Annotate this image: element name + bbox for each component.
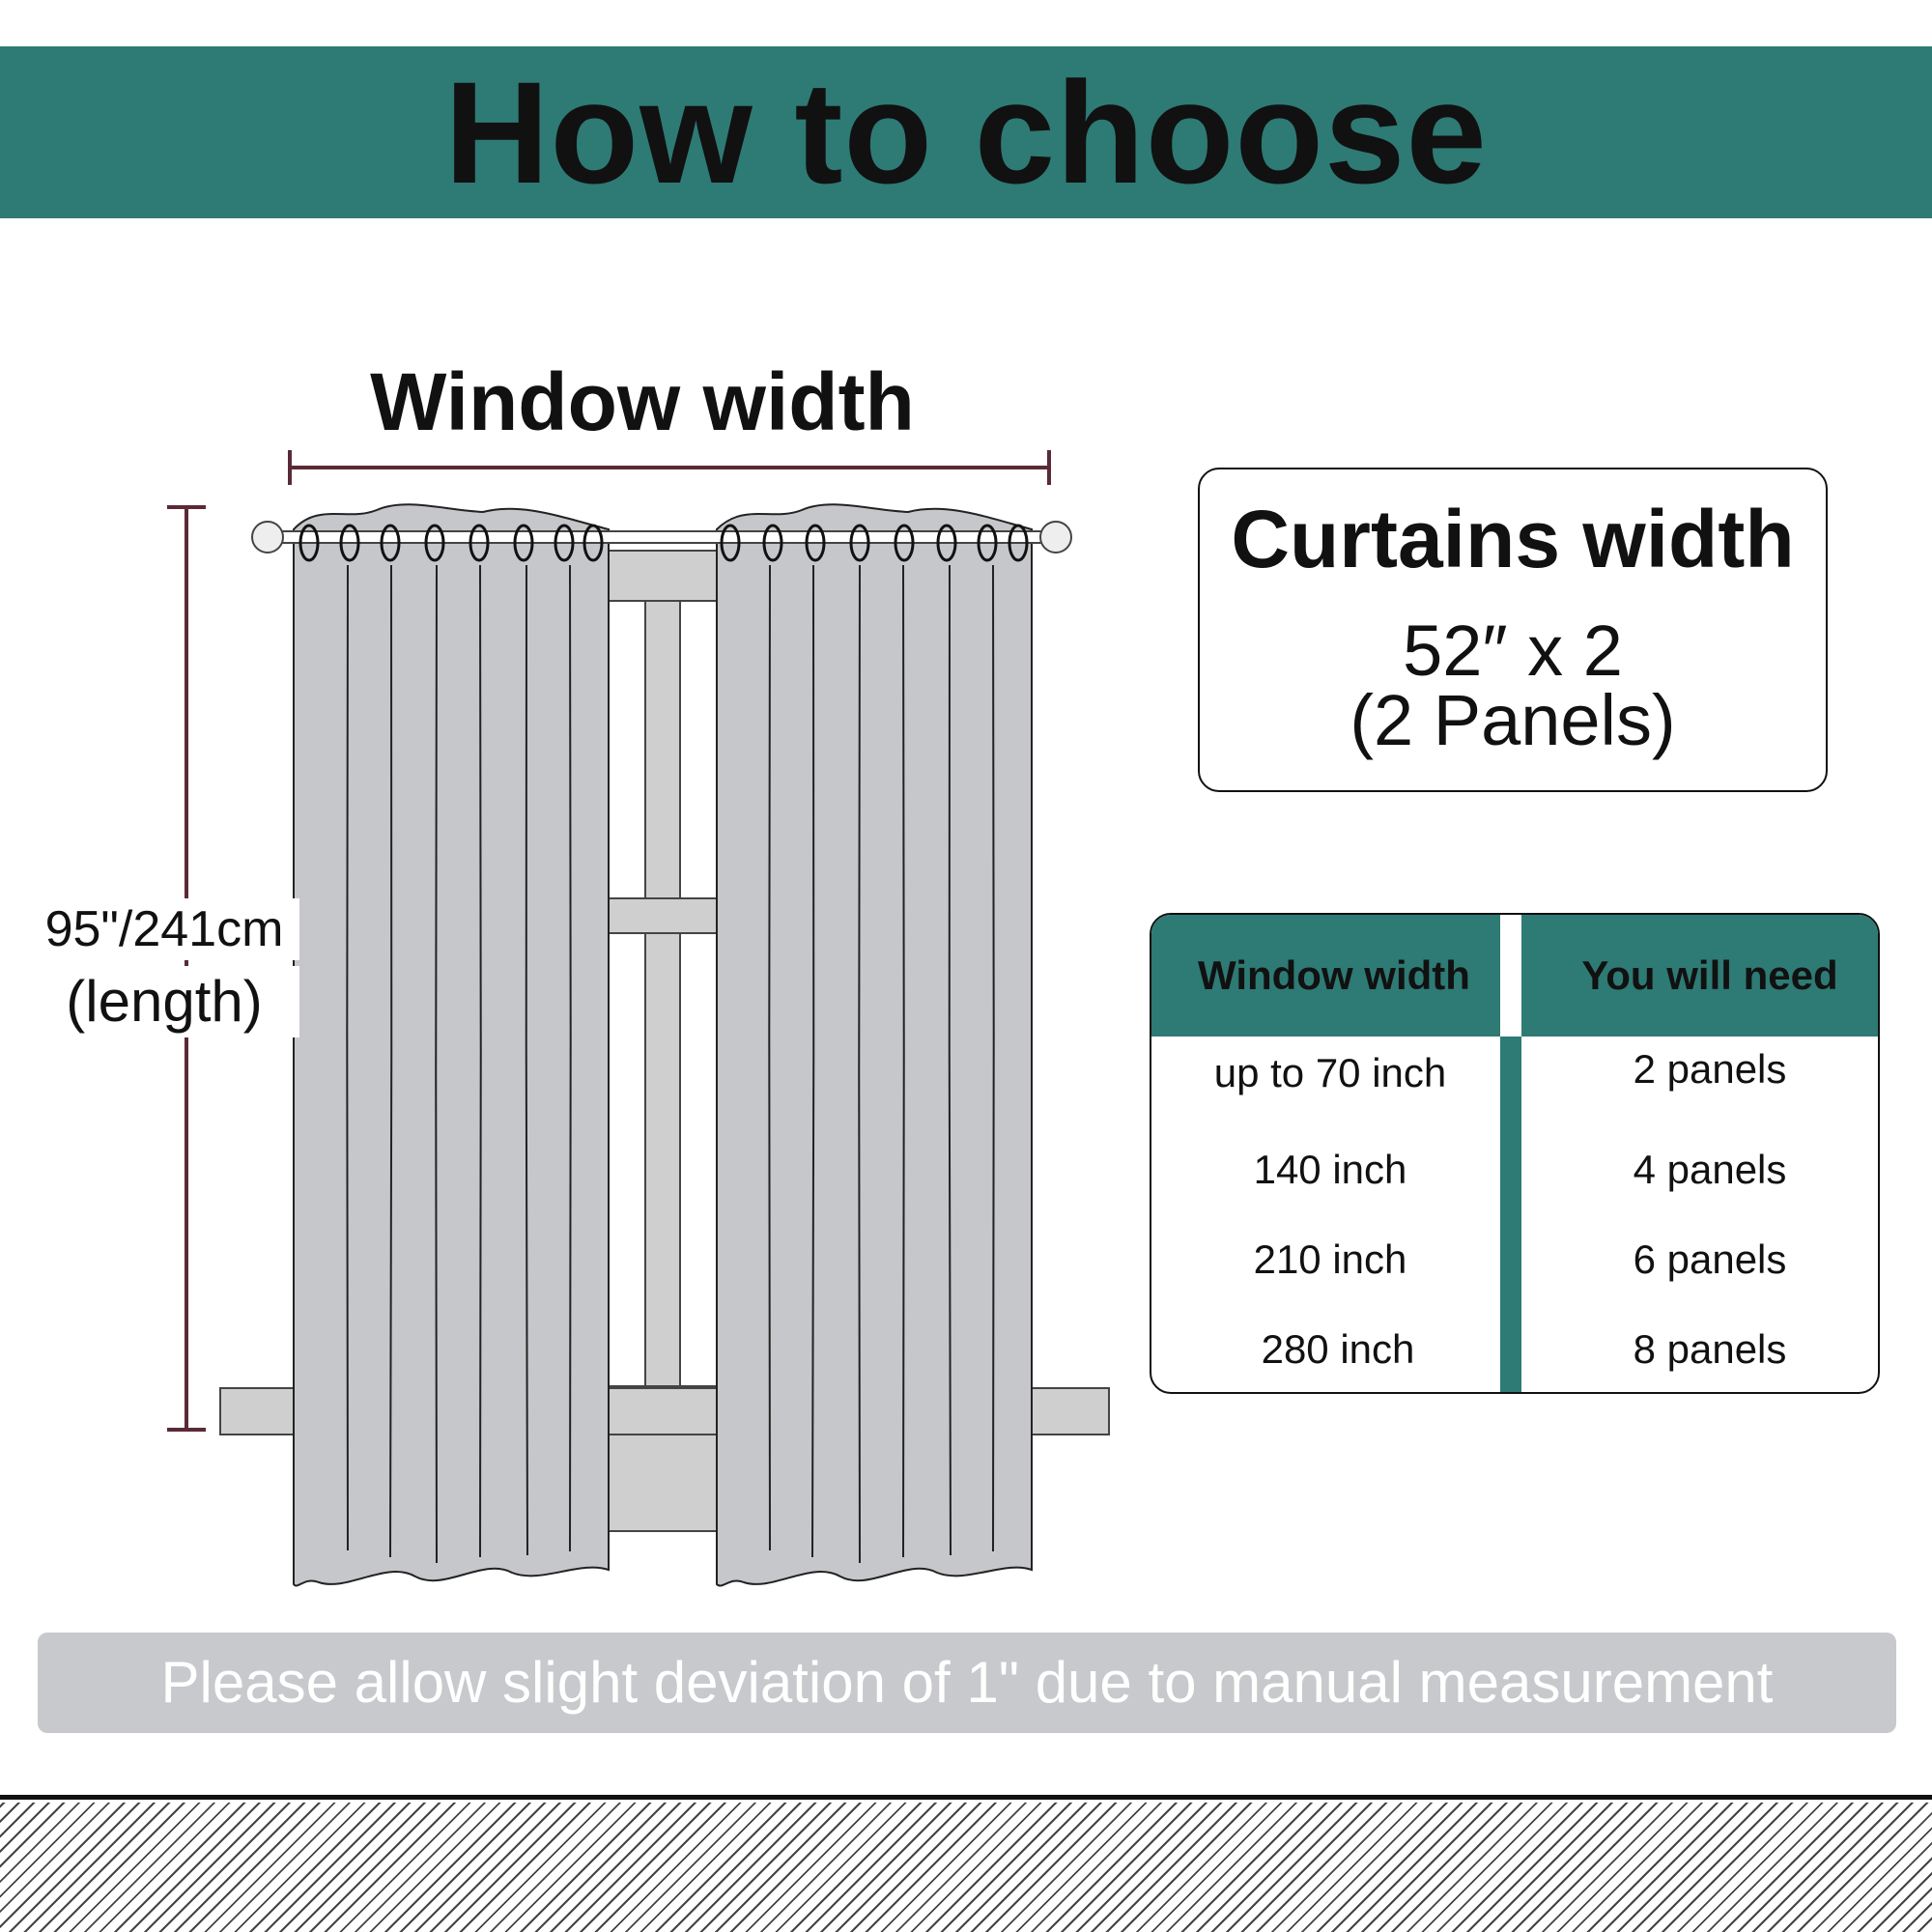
curtains-width-box: Curtains width 52″ x 2 (2 Panels) <box>1198 468 1828 792</box>
floor-hatching <box>0 1803 1932 1932</box>
table-cell-panels-1: 2 panels <box>1633 1046 1787 1092</box>
curtain-rod <box>251 521 1072 554</box>
curtains-width-title: Curtains width <box>1231 494 1795 584</box>
left-curtain-panel <box>293 503 610 1587</box>
curtains-width-value: 52″ x 2 <box>1403 611 1623 691</box>
measurement-note-bar: Please allow slight deviation of 1" due … <box>38 1633 1896 1733</box>
table-cell-window-width-4: 280 inch <box>1261 1326 1415 1372</box>
table-cell-window-width-1: up to 70 inch <box>1213 1050 1447 1095</box>
table-cell-panels-2: 4 panels <box>1633 1147 1787 1192</box>
table-cell-panels-3: 6 panels <box>1633 1236 1787 1282</box>
floor-line <box>0 1795 1932 1800</box>
table-cell-window-width-3: 210 inch <box>1253 1236 1407 1282</box>
window-width-dimension-line <box>288 450 1051 485</box>
curtain-grommets <box>298 524 1029 562</box>
window-width-label: Window width <box>370 356 915 447</box>
length-value: 95"/241cm <box>29 898 299 960</box>
table-header-separator <box>1500 915 1521 1037</box>
measurement-note: Please allow slight deviation of 1" due … <box>160 1650 1774 1715</box>
table-cell-window-width-2: 140 inch <box>1253 1147 1407 1192</box>
right-curtain-panel <box>716 503 1033 1587</box>
table-column-divider <box>1500 1037 1521 1392</box>
length-label: (length) <box>29 966 299 1037</box>
table-cell-panels-4: 8 panels <box>1633 1326 1787 1372</box>
header-banner: How to choose <box>0 46 1932 218</box>
page-title: How to choose <box>444 51 1488 213</box>
panel-size-table: Window width You will need up to 70 inch… <box>1150 913 1880 1394</box>
table-header-window-width: Window width <box>1198 952 1470 998</box>
curtains-width-panels: (2 Panels) <box>1350 680 1676 760</box>
table-header-you-will-need: You will need <box>1581 952 1838 998</box>
